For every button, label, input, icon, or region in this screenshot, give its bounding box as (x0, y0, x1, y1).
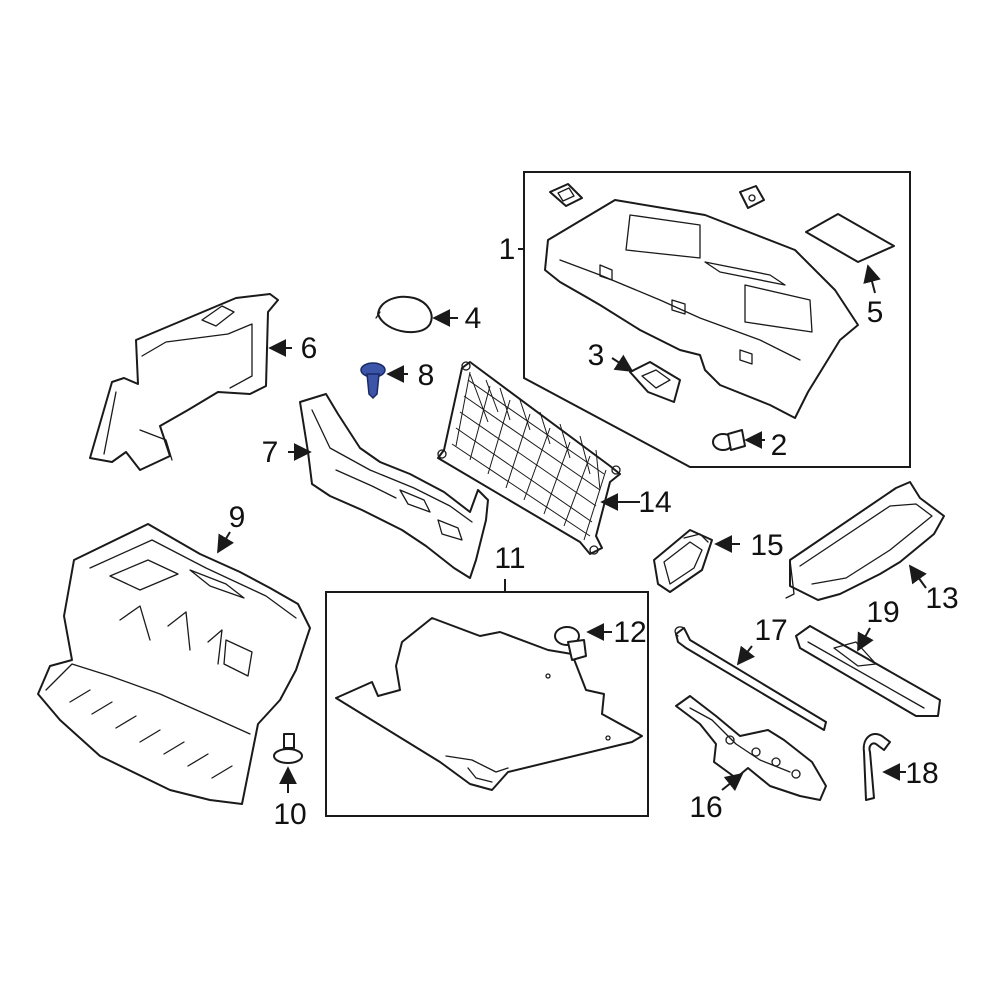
callout-6: 6 (301, 332, 318, 365)
callout-3: 3 (588, 339, 605, 372)
part-7-side-trim[interactable] (299, 393, 489, 579)
part-3-bracket[interactable] (629, 361, 681, 403)
callout-15: 15 (750, 529, 783, 562)
part-9-floor-trim[interactable] (37, 523, 311, 805)
package-tray-group-box (523, 171, 911, 468)
callout-11: 11 (494, 542, 525, 575)
floor-mat-group-box (325, 591, 649, 817)
part-16-scissor-jack[interactable] (675, 695, 827, 801)
callout-13: 13 (925, 582, 958, 615)
callout-10: 10 (273, 798, 306, 831)
callout-12: 12 (613, 616, 646, 649)
part-4-cap[interactable] (375, 295, 433, 334)
part-1-package-tray[interactable] (544, 199, 859, 419)
part-18-bent-tube[interactable] (862, 733, 891, 801)
callout-16: 16 (689, 791, 722, 824)
part-1-clip-right (739, 185, 765, 209)
callout-7: 7 (262, 436, 279, 469)
part-17-jack-handle[interactable] (674, 626, 827, 731)
part-8-screw[interactable] (360, 362, 386, 400)
part-6-side-trim[interactable] (89, 293, 279, 471)
part-10-screw[interactable] (273, 733, 303, 764)
part-12-push-clip[interactable] (554, 626, 587, 661)
callout-19: 19 (866, 596, 899, 629)
part-5-cover[interactable] (805, 213, 895, 263)
part-2-push-pin[interactable] (712, 429, 746, 451)
callout-18: 18 (905, 757, 938, 790)
part-1-clip-left (549, 183, 583, 207)
part-14-cargo-net[interactable] (437, 361, 621, 555)
callout-14: 14 (638, 486, 671, 519)
part-15-handle[interactable] (653, 529, 713, 593)
callout-8: 8 (418, 359, 435, 392)
callout-2: 2 (771, 429, 788, 462)
callout-5: 5 (867, 296, 884, 329)
part-13-tray[interactable] (785, 481, 945, 601)
callout-1: 1 (499, 233, 516, 266)
callout-4: 4 (465, 302, 482, 335)
callout-9: 9 (229, 501, 246, 534)
callout-17: 17 (754, 614, 787, 647)
part-19-tool-bag[interactable] (795, 625, 941, 717)
part-11-floor-mat[interactable] (335, 617, 643, 791)
